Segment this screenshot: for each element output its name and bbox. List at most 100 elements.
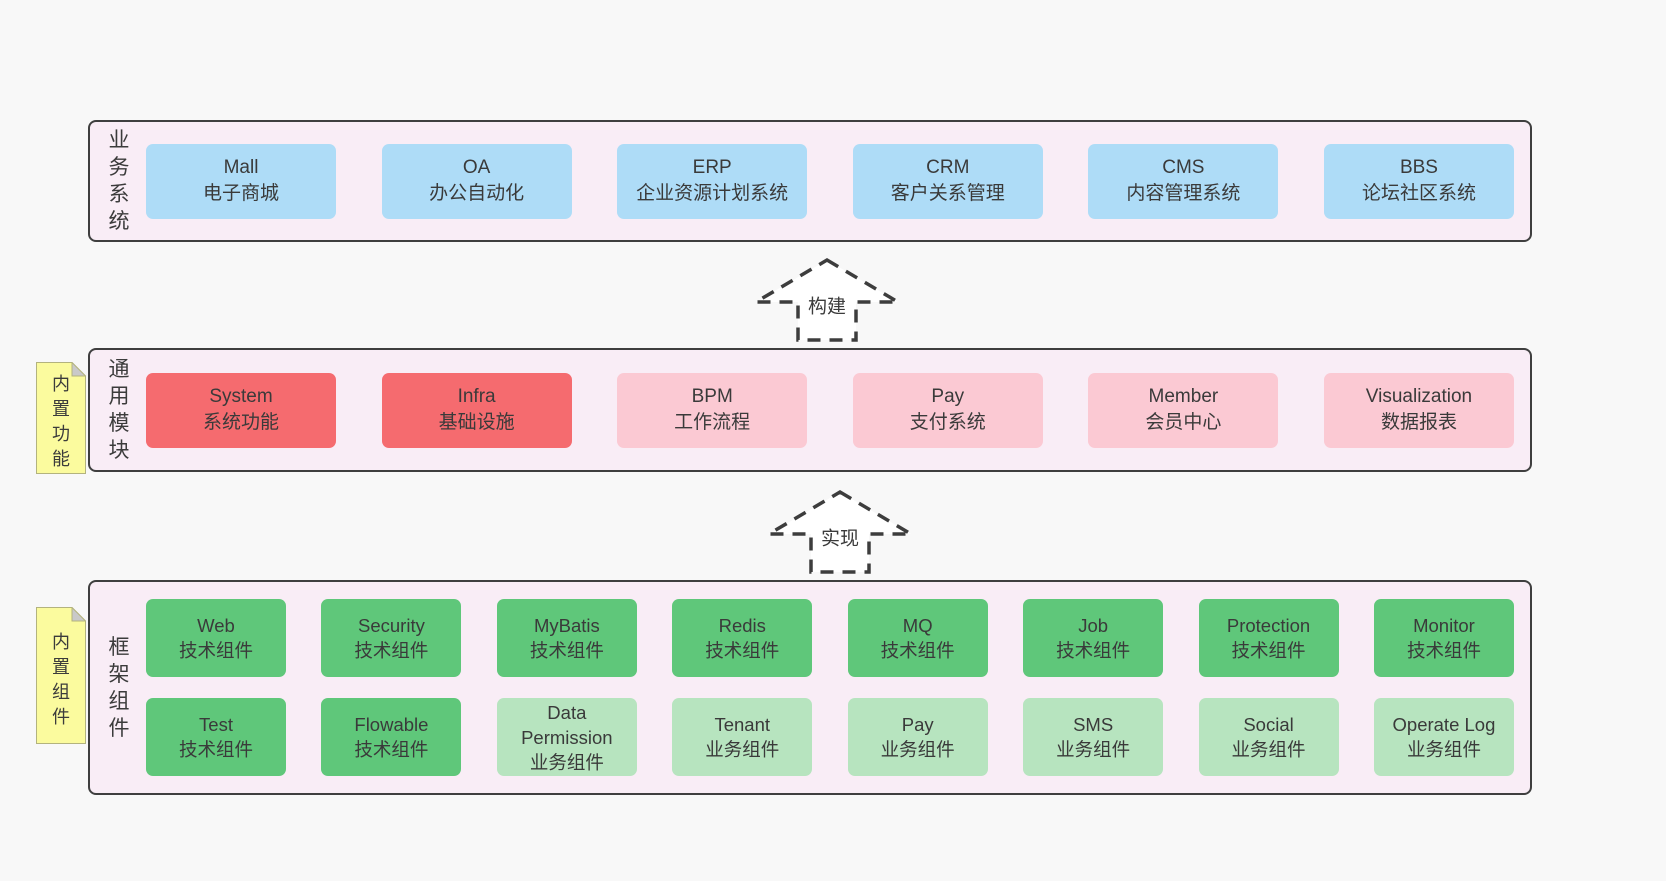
box-subtitle: 技术组件 — [529, 640, 604, 661]
component-box-job: Job 技术组件 — [1023, 599, 1164, 677]
system-box-erp: ERP 企业资源计划系统 — [617, 143, 808, 219]
component-box-data-permission: Data Permission 业务组件 — [496, 698, 637, 776]
box-subtitle: 基础设施 — [438, 412, 515, 433]
box-title: Monitor — [1413, 615, 1475, 636]
sticky-note-builtin-features: 内置功能 — [36, 362, 86, 474]
box-subtitle: 系统功能 — [202, 412, 279, 433]
box-title: Member — [1148, 386, 1219, 407]
note-label: 内置组件 — [52, 631, 70, 727]
box-subtitle: 技术组件 — [880, 640, 955, 661]
box-title: Mall — [223, 157, 259, 178]
component-box-protection: Protection 技术组件 — [1198, 599, 1339, 677]
box-subtitle: 内容管理系统 — [1126, 183, 1241, 204]
box-title: Operate Log — [1392, 714, 1496, 735]
module-box-bpm: BPM 工作流程 — [617, 372, 808, 448]
box-subtitle: 工作流程 — [674, 412, 751, 433]
box-title: Visualization — [1365, 386, 1473, 407]
component-box-monitor: Monitor 技术组件 — [1373, 599, 1514, 677]
box-subtitle: 办公自动化 — [429, 183, 525, 204]
box-subtitle: 企业资源计划系统 — [636, 183, 789, 204]
note-icon — [36, 362, 86, 474]
note-label: 内置功能 — [52, 374, 70, 469]
component-box-pay: Pay 业务组件 — [847, 698, 988, 776]
box-subtitle: 业务组件 — [1056, 739, 1131, 760]
component-box-operate-log: Operate Log 业务组件 — [1373, 698, 1514, 776]
module-box-member: Member 会员中心 — [1088, 372, 1279, 448]
component-box-mq: MQ 技术组件 — [847, 599, 988, 677]
box-title: Flowable — [354, 714, 429, 735]
box-subtitle: 支付系统 — [909, 412, 986, 433]
component-box-social: Social 业务组件 — [1198, 698, 1339, 776]
box-title: Protection — [1226, 615, 1311, 636]
note-text-wrap: 内置组件 — [36, 607, 86, 744]
framework-components-rows: Web 技术组件 Security 技术组件 MyBatis 技术组件 Redi… — [146, 599, 1514, 776]
framework-components-row-1: Web 技术组件 Security 技术组件 MyBatis 技术组件 Redi… — [146, 599, 1514, 677]
framework-components-row-2: Test 技术组件 Flowable 技术组件 Data Permission … — [146, 698, 1514, 776]
box-subtitle: 技术组件 — [1231, 640, 1306, 661]
module-box-pay: Pay 支付系统 — [852, 372, 1043, 448]
box-subtitle: 业务组件 — [1231, 739, 1306, 760]
box-title: ERP — [692, 157, 732, 178]
box-title: Web — [197, 615, 235, 636]
box-title: MQ — [902, 615, 933, 636]
box-title: BBS — [1399, 157, 1438, 178]
common-modules-row: System 系统功能 Infra 基础设施 BPM 工作流程 Pay 支付系统… — [146, 372, 1514, 448]
box-subtitle: 客户关系管理 — [890, 183, 1005, 204]
module-box-system: System 系统功能 — [146, 372, 336, 448]
business-systems-panel: 业务系统 Mall 电子商城 OA 办公自动化 ERP 企业资源计划系统 CRM… — [88, 120, 1532, 242]
framework-components-panel: 框架组件 Web 技术组件 Security 技术组件 MyBatis 技术组件… — [88, 580, 1532, 795]
box-subtitle: 技术组件 — [705, 640, 780, 661]
module-box-visualization: Visualization 数据报表 — [1323, 372, 1514, 448]
system-box-crm: CRM 客户关系管理 — [852, 143, 1043, 219]
system-box-bbs: BBS 论坛社区系统 — [1323, 143, 1514, 219]
component-box-web: Web 技术组件 — [146, 599, 286, 677]
box-title: BPM — [691, 386, 733, 407]
note-icon — [36, 607, 86, 744]
box-title: Redis — [718, 615, 766, 636]
box-subtitle: 业务组件 — [1406, 739, 1481, 760]
box-title: Pay — [901, 714, 934, 735]
component-box-mybatis: MyBatis 技术组件 — [496, 599, 637, 677]
box-subtitle: 电子商城 — [202, 183, 279, 204]
box-title: System — [209, 386, 273, 407]
component-box-test: Test 技术组件 — [146, 698, 286, 776]
implement-arrow-label: 实现 — [817, 523, 863, 551]
component-box-redis: Redis 技术组件 — [672, 599, 813, 677]
common-modules-panel-label: 通用模块 — [108, 358, 130, 462]
box-subtitle: 技术组件 — [178, 739, 253, 760]
business-systems-row: Mall 电子商城 OA 办公自动化 ERP 企业资源计划系统 CRM 客户关系… — [146, 143, 1514, 219]
box-title: Security — [358, 615, 425, 636]
box-subtitle: 业务组件 — [705, 739, 780, 760]
box-title: Tenant — [714, 714, 771, 735]
component-box-security: Security 技术组件 — [321, 599, 462, 677]
box-subtitle: 技术组件 — [354, 739, 429, 760]
box-title: Data Permission — [521, 701, 613, 748]
box-title: OA — [462, 157, 491, 178]
module-box-infra: Infra 基础设施 — [381, 372, 572, 448]
component-box-flowable: Flowable 技术组件 — [321, 698, 462, 776]
box-subtitle: 业务组件 — [880, 739, 955, 760]
implement-arrow: 实现 — [765, 488, 915, 576]
box-subtitle: 数据报表 — [1380, 412, 1457, 433]
box-title: SMS — [1073, 714, 1114, 735]
box-subtitle: 论坛社区系统 — [1361, 183, 1476, 204]
box-subtitle: 业务组件 — [529, 751, 604, 773]
build-arrow: 构建 — [752, 256, 902, 344]
box-title: MyBatis — [533, 615, 600, 636]
box-title: Social — [1243, 714, 1294, 735]
box-title: CMS — [1162, 157, 1205, 178]
note-text-wrap: 内置功能 — [36, 362, 86, 474]
sticky-note-builtin-components: 内置组件 — [36, 607, 86, 744]
business-systems-panel-label: 业务系统 — [108, 129, 130, 233]
box-subtitle: 会员中心 — [1145, 412, 1222, 433]
box-subtitle: 技术组件 — [1056, 640, 1131, 661]
box-title: Test — [199, 714, 233, 735]
system-box-mall: Mall 电子商城 — [146, 143, 336, 219]
box-subtitle: 技术组件 — [1406, 640, 1481, 661]
box-title: CRM — [926, 157, 970, 178]
box-title: Infra — [457, 386, 496, 407]
common-modules-panel: 通用模块 System 系统功能 Infra 基础设施 BPM 工作流程 Pay… — [88, 348, 1532, 472]
system-box-oa: OA 办公自动化 — [381, 143, 572, 219]
box-title: Pay — [931, 386, 965, 407]
